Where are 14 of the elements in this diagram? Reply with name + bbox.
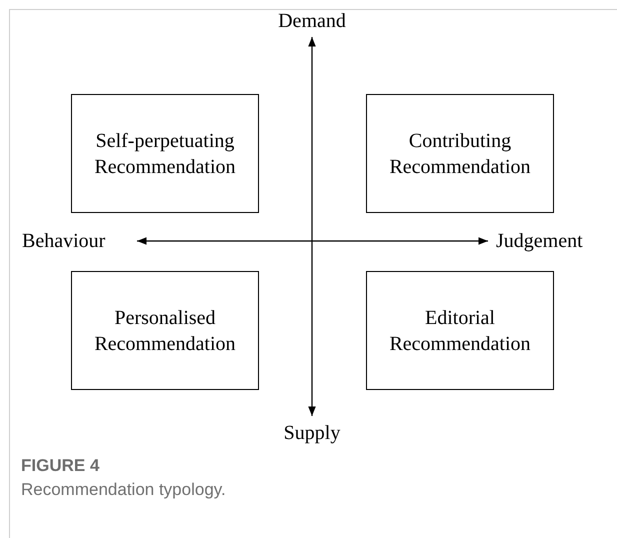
box-label: Personalised Recommendation (93, 306, 237, 356)
axis-label: Demand (278, 9, 346, 34)
quadrant-box (366, 94, 554, 213)
box-label: Self-perpetuating Recommendation (93, 128, 237, 180)
axis-label: Judgement (496, 229, 583, 254)
quadrant-box (366, 271, 554, 390)
quadrant-box (71, 271, 259, 390)
box-label: Contributing Recommendation (388, 128, 532, 180)
figure-caption: Recommendation typology. (21, 479, 226, 501)
box-label: Editorial Recommendation (388, 306, 532, 356)
quadrant-box (71, 94, 259, 213)
figure-number: FIGURE 4 (21, 455, 100, 477)
axis-label: Behaviour (22, 229, 106, 254)
axis-label: Supply (284, 421, 340, 446)
